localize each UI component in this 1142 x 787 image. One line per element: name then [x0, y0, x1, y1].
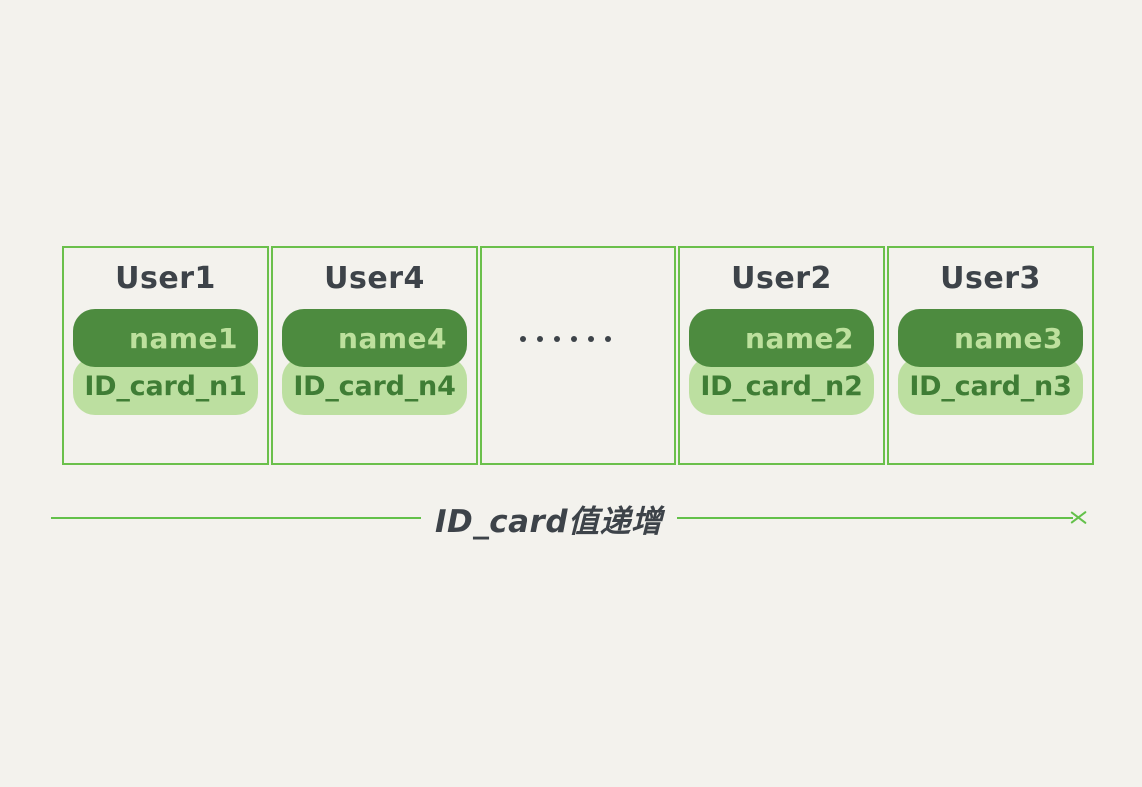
user-cell-title: User1	[115, 261, 216, 296]
name-pill: name2	[689, 309, 874, 367]
ellipsis-cell	[480, 246, 676, 465]
ellipsis-dots-icon	[520, 336, 611, 342]
ellipsis-dot	[537, 336, 543, 342]
user-field-stack: name3 ID_card_n3	[898, 309, 1083, 415]
user-field-stack: name2 ID_card_n2	[689, 309, 874, 415]
name-pill: name1	[73, 309, 258, 367]
name-pill: name3	[898, 309, 1083, 367]
axis-line-right	[676, 517, 1073, 519]
user-cell-user3[interactable]: User3 name3 ID_card_n3	[887, 246, 1094, 465]
ellipsis-dot	[588, 336, 594, 342]
user-cell-user2[interactable]: User2 name2 ID_card_n2	[678, 246, 885, 465]
ellipsis-dot	[571, 336, 577, 342]
user-cell-title: User3	[940, 261, 1041, 296]
user-cell-title: User4	[324, 261, 425, 296]
user-field-stack: name1 ID_card_n1	[73, 309, 258, 415]
ellipsis-dot	[605, 336, 611, 342]
user-cell-user1[interactable]: User1 name1 ID_card_n1	[62, 246, 269, 465]
ellipsis-dot	[520, 336, 526, 342]
user-cell-row: User1 name1 ID_card_n1 User4 name4 ID_ca…	[62, 246, 1094, 465]
arrow-right-icon	[1071, 507, 1091, 529]
ordering-axis: ID_card值递增	[51, 494, 1091, 542]
axis-line-left	[51, 517, 421, 519]
name-pill: name4	[282, 309, 467, 367]
ellipsis-dot	[554, 336, 560, 342]
user-field-stack: name4 ID_card_n4	[282, 309, 467, 415]
user-cell-title: User2	[731, 261, 832, 296]
user-cell-user4[interactable]: User4 name4 ID_card_n4	[271, 246, 478, 465]
axis-label: ID_card值递增	[435, 503, 663, 540]
